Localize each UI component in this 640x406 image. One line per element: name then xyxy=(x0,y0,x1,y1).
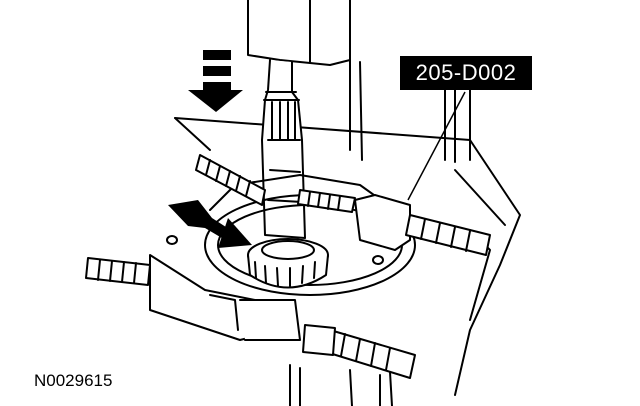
tool-number-callout: 205-D002 xyxy=(400,56,532,90)
figure-id-label: N0029615 xyxy=(34,371,113,390)
callout-leader xyxy=(408,92,465,200)
tool-number-label: 205-D002 xyxy=(415,60,517,85)
press-table xyxy=(175,58,520,406)
output-shaft xyxy=(262,60,305,238)
threaded-rods xyxy=(86,155,490,378)
bearing-indicator-arrow xyxy=(168,200,252,248)
press-ram xyxy=(248,0,350,65)
press-direction-arrow xyxy=(188,50,243,112)
bearing-separator xyxy=(150,175,415,340)
